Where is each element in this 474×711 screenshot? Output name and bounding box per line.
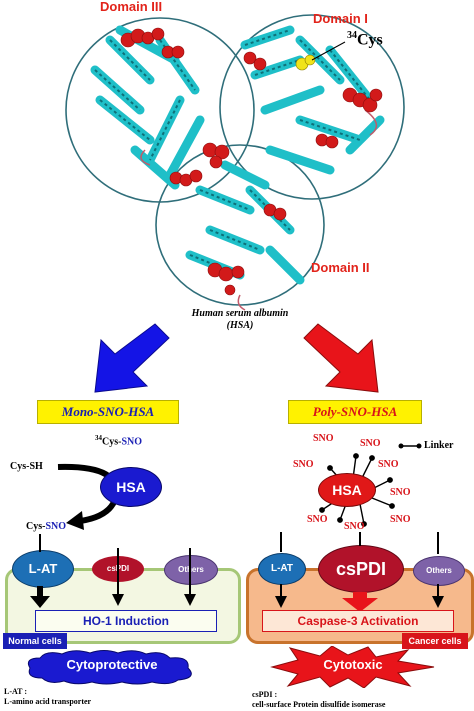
sno-label-3: SNO xyxy=(293,459,314,470)
cytotoxic-label: Cytotoxic xyxy=(323,657,383,672)
cytoprotective-cloud xyxy=(27,650,192,685)
linker-label: Linker xyxy=(424,440,454,451)
sno-label-1: SNO xyxy=(313,433,334,444)
lat-transporter-left: L-AT xyxy=(12,550,74,588)
hsa-blue-ellipse: HSA xyxy=(100,467,162,507)
protein-structure-image xyxy=(65,14,405,311)
sno-label-4: SNO xyxy=(378,459,399,470)
helix-shading xyxy=(94,29,371,276)
domain-ii-label: Domain II xyxy=(311,260,370,275)
caspase3-activation-box: Caspase-3 Activation xyxy=(262,610,454,632)
cancer-cells-tag: Cancer cells xyxy=(402,633,468,649)
red-arrow xyxy=(303,323,379,393)
cys34-sno-label: 34Cys-SNO xyxy=(95,434,143,448)
sno-label-2: SNO xyxy=(360,438,381,449)
cspdi-footnote: csPDI : cell-surface Protein disulfide i… xyxy=(252,690,386,709)
hsa-caption: Human serum albumin (HSA) xyxy=(191,308,289,331)
lat-footnote: L-AT : L-amino acid transporter xyxy=(4,687,92,706)
red-residues xyxy=(120,27,383,296)
cys34-pointer xyxy=(311,41,346,61)
domain-i-label: Domain I xyxy=(313,11,368,26)
blue-arrow xyxy=(94,323,170,393)
cys34-label: 34Cys xyxy=(347,30,383,49)
sno-label-8: SNO xyxy=(390,514,411,525)
mono-sno-hsa-title: Mono-SNO-HSA xyxy=(37,400,179,424)
others-right: Others xyxy=(413,556,465,586)
right-arrows xyxy=(275,532,444,612)
linker-icon xyxy=(398,443,422,449)
domain-i-circle xyxy=(219,14,405,200)
loops xyxy=(140,109,378,311)
lat-transporter-right: L-AT xyxy=(258,553,306,585)
normal-cells-tag: Normal cells xyxy=(3,633,67,649)
helices xyxy=(90,25,385,285)
cytoprotective-label: Cytoprotective xyxy=(66,657,158,672)
cys-sh-label: Cys-SH xyxy=(10,461,43,472)
hsa-red-ellipse: HSA xyxy=(318,473,376,507)
poly-sno-hsa-title: Poly-SNO-HSA xyxy=(288,400,422,424)
cys-sno-label: Cys-SNO xyxy=(26,521,67,532)
sno-label-5: SNO xyxy=(390,487,411,498)
cys34-residue xyxy=(295,54,316,71)
sno-label-7: SNO xyxy=(344,521,365,532)
domain-iii-label: Domain III xyxy=(100,0,163,14)
sno-label-6: SNO xyxy=(307,514,328,525)
cytotoxic-burst xyxy=(270,646,435,688)
ho1-induction-box: HO-1 Induction xyxy=(35,610,217,632)
